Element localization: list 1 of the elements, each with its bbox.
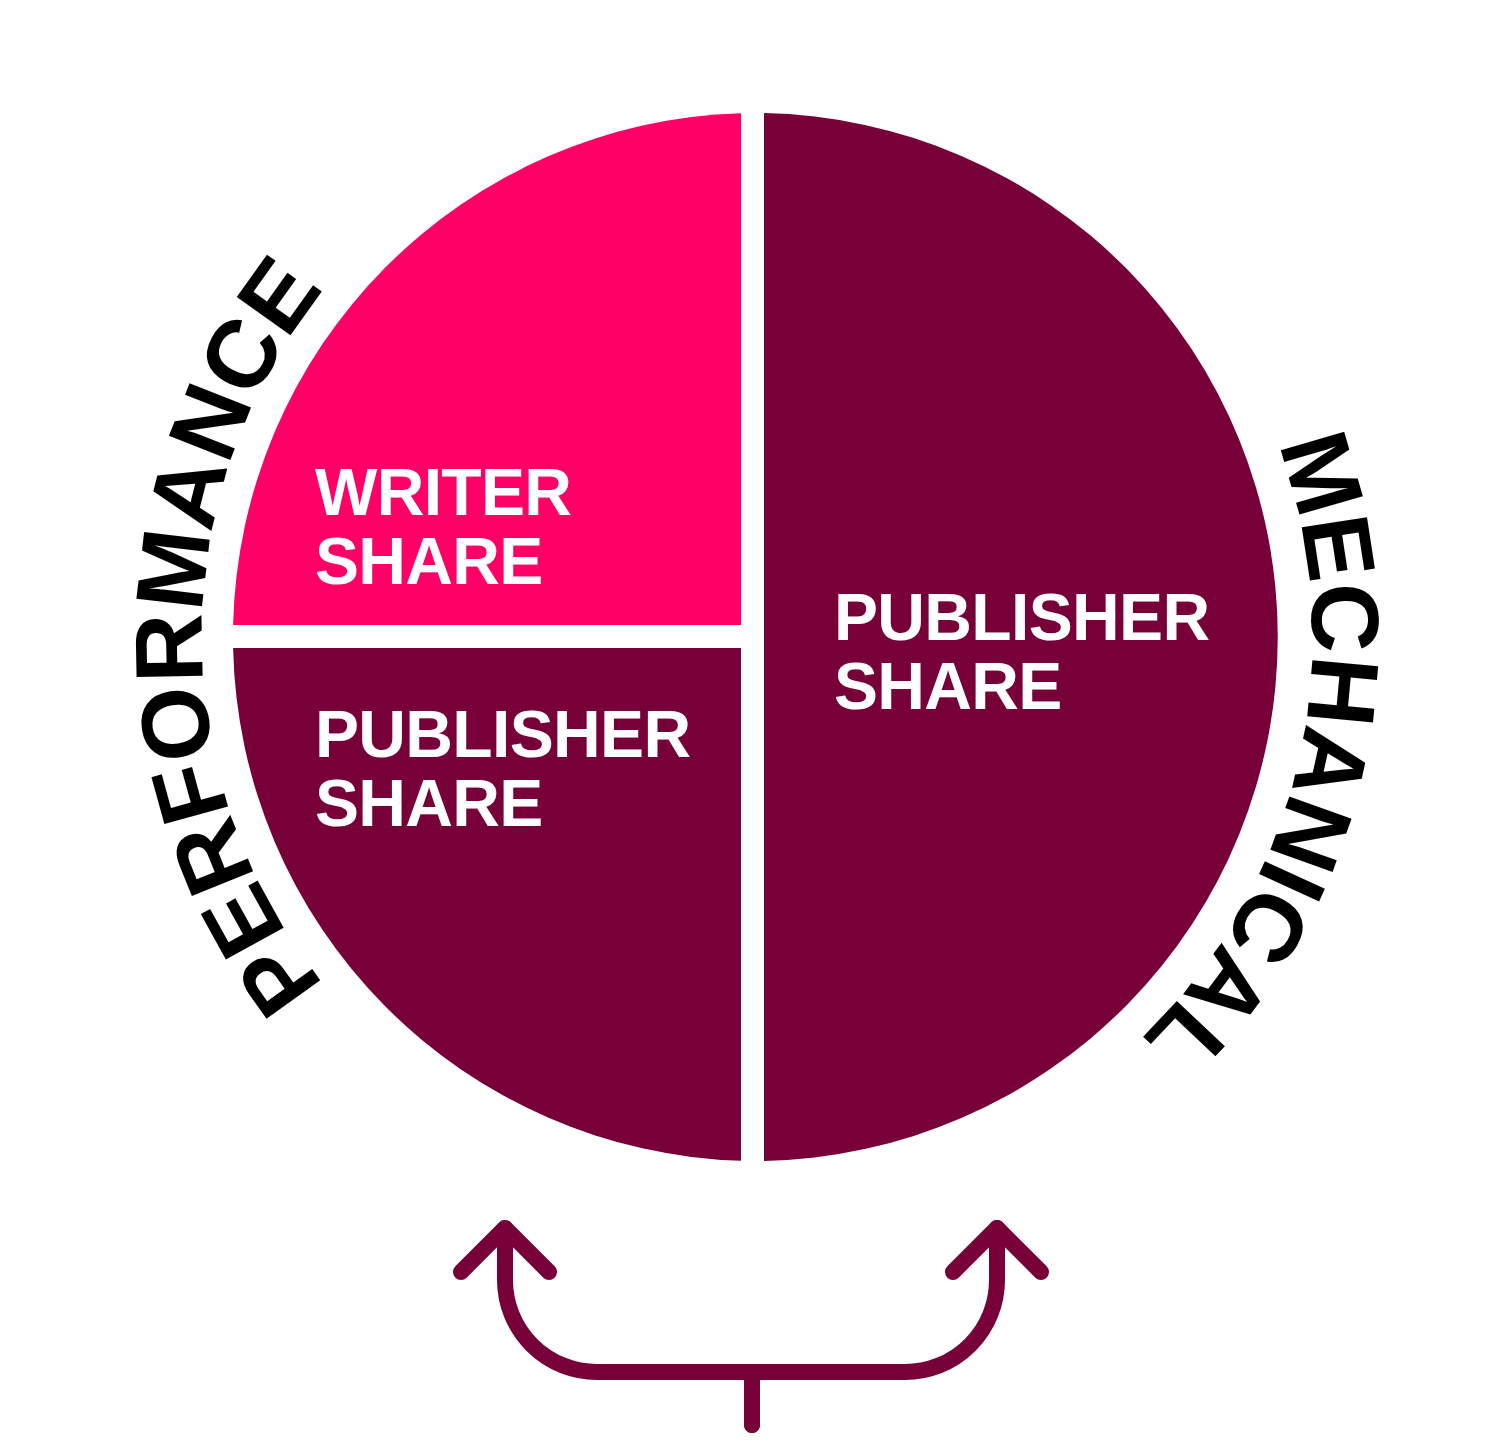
branching-arrow xyxy=(744,1220,1049,1433)
